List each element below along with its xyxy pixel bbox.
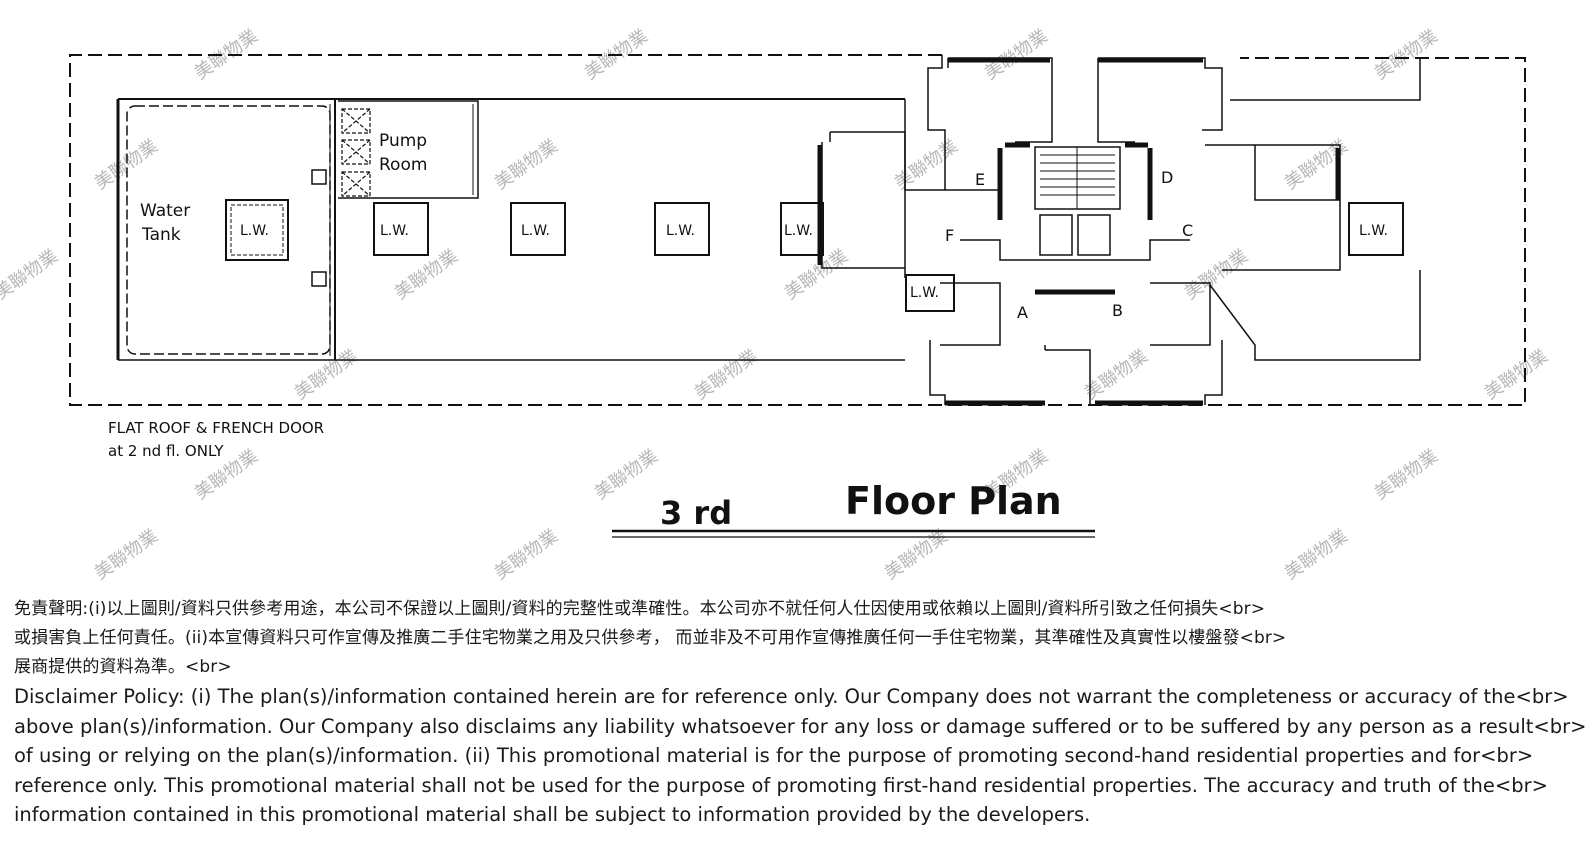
unit-label-b: B xyxy=(1112,301,1123,320)
watermark-text: 美聯物業 xyxy=(1181,246,1252,304)
water-tank-label-1: Water xyxy=(140,201,190,221)
watermark-text: 美聯物業 xyxy=(691,346,762,404)
lift-well-label: L.W. xyxy=(240,223,269,239)
lift-well-label: L.W. xyxy=(784,223,813,239)
lift-well-label: L.W. xyxy=(521,223,550,239)
pump-room-label-1: Pump xyxy=(379,131,427,151)
watermark-text: 美聯物業 xyxy=(1371,26,1442,84)
lift-well-label: L.W. xyxy=(1359,223,1388,239)
floor-plan-diagram: 美聯物業美聯物業美聯物業美聯物業美聯物業美聯物業美聯物業美聯物業美聯物業美聯物業… xyxy=(0,26,1552,584)
watermark-text: 美聯物業 xyxy=(981,26,1052,84)
disclaimer-en-line: information contained in this promotiona… xyxy=(14,803,1091,827)
watermark-text: 美聯物業 xyxy=(1281,526,1352,584)
watermark-text: 美聯物業 xyxy=(1081,346,1152,404)
unit-label-e: E xyxy=(975,170,985,189)
plan-labels: Water Tank Pump Room L.W. L.W. L.W. L.W.… xyxy=(108,131,1388,538)
disclaimer-en-line: above plan(s)/information. Our Company a… xyxy=(14,714,1587,738)
outer-boundary xyxy=(69,54,1526,406)
lift-well-label: L.W. xyxy=(380,223,409,239)
building-units xyxy=(821,55,1421,405)
lift-well-boxes xyxy=(225,199,1404,312)
disclaimer-zh-line: 展商提供的資料為準。<br> xyxy=(14,657,232,677)
lift-well-label: L.W. xyxy=(666,223,695,239)
flat-roof-note-2: at 2 nd fl. ONLY xyxy=(108,442,224,460)
unit-label-a: A xyxy=(1017,303,1028,322)
heavy-walls xyxy=(817,57,1341,406)
watermark-text: 美聯物業 xyxy=(1371,446,1442,504)
floor-plan-title: Floor Plan xyxy=(845,479,1062,523)
flat-roof-note-1: FLAT ROOF & FRENCH DOOR xyxy=(108,419,324,437)
disclaimer: 免責聲明:(i)以上圖則/資料只供參考用途，本公司不保證以上圖則/資料的完整性或… xyxy=(14,595,1587,830)
watermark-text: 美聯物業 xyxy=(891,136,962,194)
disclaimer-zh-line: 或損害負上任何責任。(ii)本宣傳資料只可作宣傳及推廣二手住宅物業之用及只供參考… xyxy=(14,628,1287,648)
water-tank-label-2: Tank xyxy=(141,225,181,245)
watermark-text: 美聯物業 xyxy=(0,246,62,304)
unit-label-c: C xyxy=(1182,221,1193,240)
watermark-text: 美聯物業 xyxy=(91,526,162,584)
watermark-text: 美聯物業 xyxy=(491,526,562,584)
left-wing-walls xyxy=(116,98,906,361)
pump-room-label-2: Room xyxy=(379,155,427,175)
watermark-text: 美聯物業 xyxy=(491,136,562,194)
watermark-text: 美聯物業 xyxy=(591,446,662,504)
disclaimer-en-line: of using or relying on the plan(s)/infor… xyxy=(14,744,1534,768)
disclaimer-zh-line: 免責聲明:(i)以上圖則/資料只供參考用途，本公司不保證以上圖則/資料的完整性或… xyxy=(14,599,1266,619)
lift-well-label: L.W. xyxy=(910,285,939,301)
disclaimer-en-line: Disclaimer Policy: (i) The plan(s)/infor… xyxy=(14,685,1569,708)
watermark-text: 美聯物業 xyxy=(1481,346,1552,404)
watermark-text: 美聯物業 xyxy=(881,526,952,584)
watermark-layer: 美聯物業美聯物業美聯物業美聯物業美聯物業美聯物業美聯物業美聯物業美聯物業美聯物業… xyxy=(0,26,1552,584)
unit-label-d: D xyxy=(1161,168,1173,187)
floor-number: 3 rd xyxy=(660,494,732,532)
disclaimer-en-line: reference only. This promotional materia… xyxy=(14,773,1548,797)
unit-label-f: F xyxy=(945,226,954,245)
